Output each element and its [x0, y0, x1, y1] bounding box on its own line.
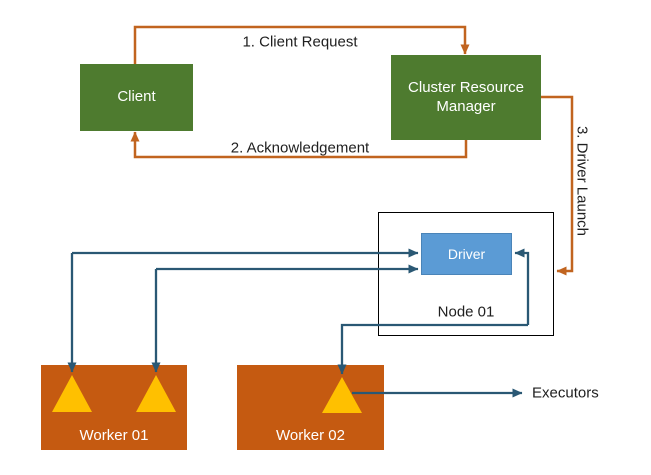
- client-request-label: 1. Client Request: [242, 33, 358, 51]
- node01-label: Node 01: [437, 303, 495, 321]
- worker02-node: Worker 02: [237, 365, 384, 450]
- cluster-resource-manager-label: Cluster Resource Manager: [408, 78, 524, 115]
- driver-node: Driver: [421, 233, 512, 275]
- client-node: Client: [80, 64, 193, 131]
- acknowledgement-label: 2. Acknowledgement: [230, 139, 370, 157]
- cluster-resource-manager-node: Cluster Resource Manager: [391, 55, 541, 140]
- client-node-label: Client: [117, 88, 156, 106]
- worker02-label: Worker 02: [276, 427, 345, 444]
- worker01-node: Worker 01: [41, 365, 187, 450]
- driver-node-label: Driver: [447, 246, 486, 262]
- executors-label: Executors: [532, 384, 599, 402]
- driver-launch-label: 3. Driver Launch: [573, 125, 591, 237]
- worker01-label: Worker 01: [79, 427, 149, 444]
